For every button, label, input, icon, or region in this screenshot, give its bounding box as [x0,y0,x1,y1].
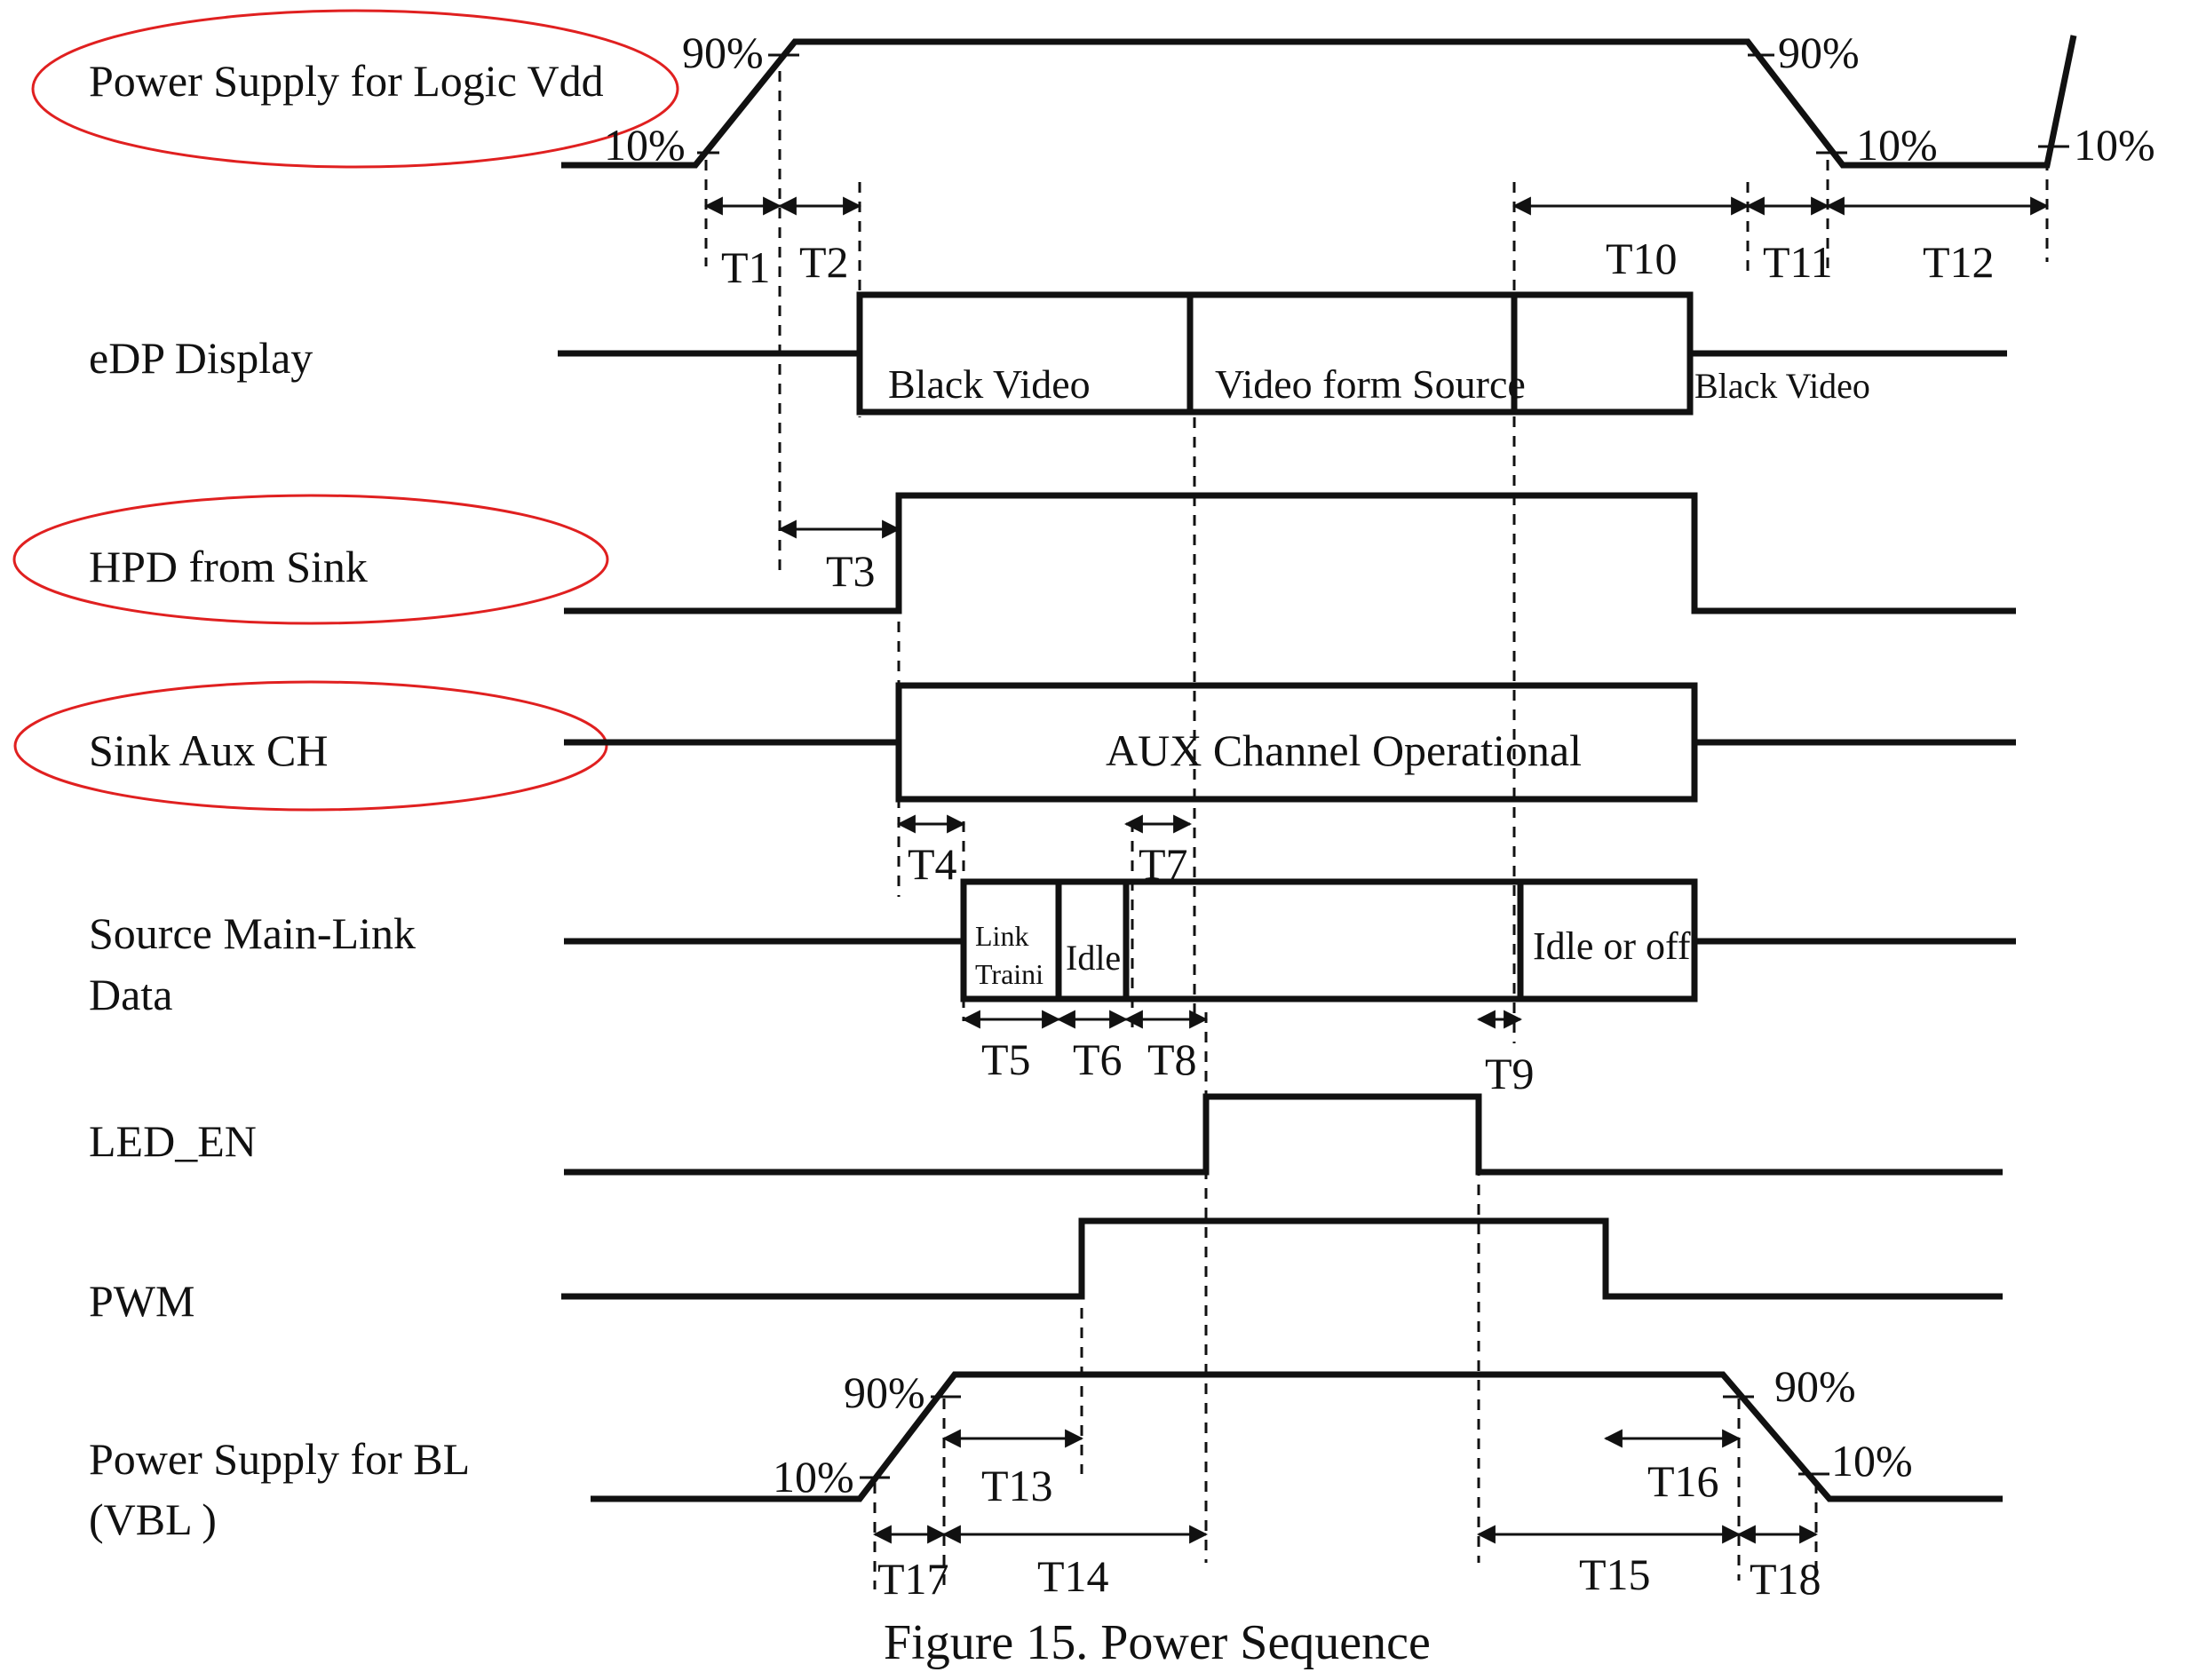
waveform-mainlink: Link Traini Idle Idle or off T5 T6 T8 T9 [564,878,2016,1098]
vbl-10-rise: 10% [773,1452,854,1502]
box-link-line1: Link [975,920,1028,952]
waveform-vbl: 90% 10% 90% 10% T13 T16 T17 T14 T15 T18 [591,1361,2003,1604]
timing-t16: T16 [1647,1456,1719,1506]
vbl-90-rise: 90% [844,1367,925,1417]
timing-t2: T2 [799,237,849,287]
vdd-10-rise: 10% [604,120,686,170]
timing-t3: T3 [826,546,876,596]
label-mainlink-line1: Source Main-Link [89,908,416,958]
waveform-edp: Black Video Video form Source Black Vide… [558,291,2007,416]
highlight-oval-aux [13,680,608,812]
label-vbl-line1: Power Supply for BL [89,1434,470,1484]
timing-t6: T6 [1073,1034,1123,1084]
timing-arrows-vdd: T1 T2 T10 T11 T12 [703,196,2050,292]
label-mainlink-line2: Data [89,970,172,1019]
box-aux-operational: AUX Channel Operational [1106,725,1582,775]
vdd-10-rerise: 10% [2074,120,2155,170]
box-idle: Idle [1066,938,1121,978]
vbl-90-fall: 90% [1774,1361,1856,1411]
label-hpd: HPD from Sink [89,542,368,591]
box-link-line2: Traini [975,958,1043,990]
box-video-source: Video form Source [1215,361,1526,407]
highlight-oval-hpd [12,494,609,625]
timing-t11: T11 [1763,237,1833,287]
waveform-vdd: 90% 10% 90% 10% 10% [561,28,2155,170]
timing-t5: T5 [981,1034,1031,1084]
timing-t1: T1 [721,242,771,292]
waveform-pwm [561,1217,2003,1300]
vdd-10-fall: 10% [1856,120,1938,170]
timing-t9: T9 [1485,1049,1535,1098]
box-black-video-1: Black Video [888,361,1091,407]
label-vdd: Power Supply for Logic Vdd [89,56,604,106]
timing-t15: T15 [1579,1549,1651,1599]
box-idle-or-off: Idle or off [1533,924,1691,968]
figure-caption: Figure 15. Power Sequence [884,1615,1431,1670]
label-led-en: LED_EN [89,1116,257,1166]
label-vbl-line2: (VBL ) [89,1494,217,1544]
label-aux: Sink Aux CH [89,725,329,775]
timing-t12: T12 [1923,237,1995,287]
timing-t17: T17 [877,1554,949,1604]
timing-t4: T4 [908,839,957,889]
vbl-10-fall: 10% [1831,1436,1913,1486]
waveform-hpd: T3 [564,492,2016,614]
timing-t13: T13 [981,1461,1053,1510]
box-black-video-2: Black Video [1694,366,1870,406]
timing-t14: T14 [1037,1551,1109,1601]
timing-t18: T18 [1750,1554,1821,1604]
waveform-led-en [564,1093,2003,1176]
timing-t8: T8 [1147,1034,1197,1084]
label-pwm: PWM [89,1276,194,1326]
highlight-oval-vdd [31,9,679,169]
timing-t10: T10 [1606,234,1678,283]
waveform-aux: AUX Channel Operational T4 T7 [564,682,2016,889]
label-edp: eDP Display [89,333,313,383]
vdd-90-rise: 90% [682,28,764,77]
vdd-90-fall: 90% [1778,28,1860,77]
